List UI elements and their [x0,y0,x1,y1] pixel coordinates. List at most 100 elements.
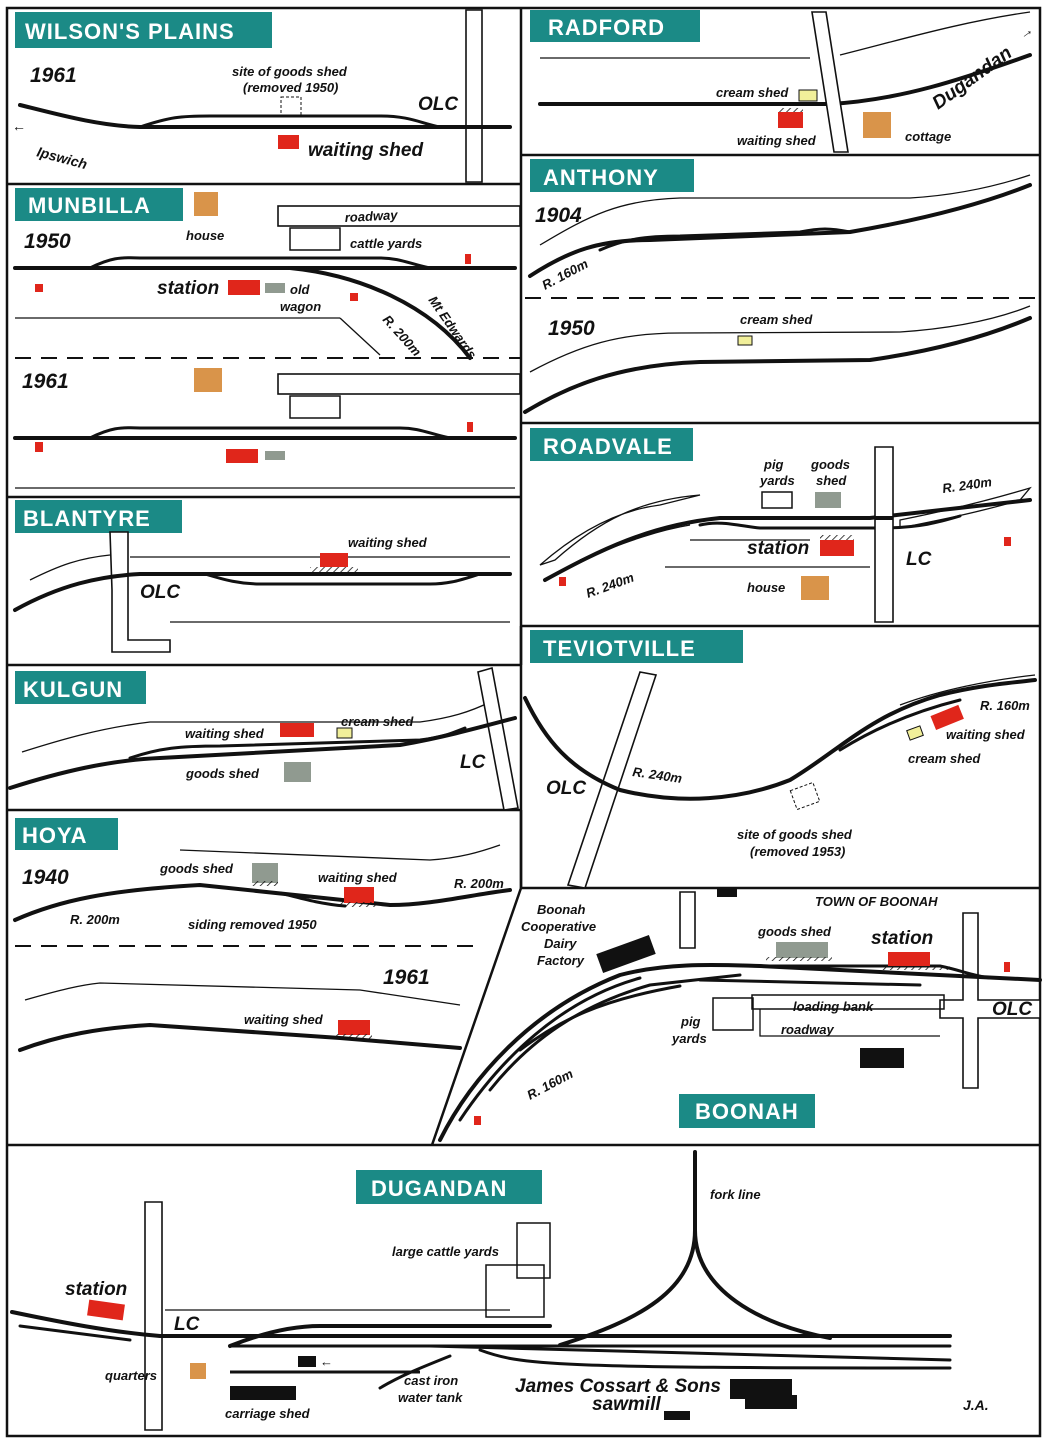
dairy-factory [596,935,656,973]
title-plate [15,188,183,221]
house [801,576,829,600]
waiting-shed-label: waiting shed [946,727,1026,742]
cream-shed-label: cream shed [740,312,813,327]
station [888,952,930,966]
title-plate [530,428,693,461]
cattle-yards-label: large cattle yards [392,1244,499,1259]
radford-panel: RADFORD cream shed waiting shed Dugandan… [530,10,1036,153]
station [226,449,258,463]
main-line [523,316,1032,414]
house-label: house [747,580,785,595]
goods-label: goods [810,457,850,472]
lc-label: LC [174,1314,200,1335]
building [860,1048,904,1068]
lc-road [477,666,519,811]
goods-removed-label: (removed 1950) [243,80,338,95]
radius-label: R. 200m [380,312,425,359]
radius-label: R. 240m [632,764,684,786]
cream-shed [906,725,924,741]
roadway [759,1009,940,1037]
title-plate [15,671,146,704]
year-1950: 1950 [548,317,595,340]
siding-label: siding removed 1950 [188,917,317,932]
cottage [863,112,891,138]
mt-edwards-branch [288,266,472,360]
former-goods-shed [789,781,821,811]
olc-road [566,671,658,889]
dugandan-panel: DUGANDAN fork line large cattle yards st… [10,1150,989,1431]
mt-edwards-label: Mt Edwards [426,293,480,361]
munbilla-title: MUNBILLA [28,193,151,218]
anthony-title: ANTHONY [543,165,659,190]
quarters [190,1363,206,1379]
radius-label: R. 160m [524,1066,575,1103]
station-label: station [65,1279,127,1300]
year-1904: 1904 [535,204,582,227]
year-label: 1961 [30,64,77,87]
main-line [538,53,1032,106]
house [194,368,222,392]
carriage-shed [230,1386,296,1400]
fork-line-label: fork line [710,1187,761,1202]
roadway-label: roadway [344,207,398,225]
fence-line [839,11,1031,56]
teviotville-title: TEVIOTVILLE [543,636,696,661]
yards-label: yards [671,1031,707,1046]
waiting-shed-label: waiting shed [318,870,398,885]
sawmill-label: sawmill [592,1394,661,1415]
cattle-yards-label: cattle yards [350,236,422,251]
station-label: station [871,928,933,949]
olc-road [465,9,483,183]
station-label: station [747,538,809,559]
blantyre-panel: BLANTYRE OLC waiting shed [13,500,512,653]
radius-label: R. 200m [454,876,504,891]
title-plate [356,1170,542,1204]
carriage-shed-label: carriage shed [225,1406,311,1421]
olc-label: OLC [418,94,458,115]
ipswich-label: Ipswich [35,143,89,172]
goods-shed [776,942,828,958]
cream-shed [737,335,753,346]
pig-yards [761,491,793,509]
main-line [18,1022,462,1052]
loading-bank-label: loading bank [793,999,874,1014]
waiting-shed-label: waiting shed [737,133,817,148]
road-crossing [811,11,849,153]
pig-yards [712,997,754,1031]
lc-road [144,1201,163,1431]
cast-iron-label: cast iron [404,1373,458,1388]
wilsons-title: WILSON'S PLAINS [25,19,235,44]
radius-label: R. 200m [70,912,120,927]
olc-road [939,912,1041,1089]
panel-frames [5,6,1042,1438]
waiting-shed [930,704,964,731]
cream-shed [798,89,818,102]
shed-label: shed [816,473,847,488]
waiting-shed [278,135,299,149]
quarters-label: quarters [105,1368,157,1383]
waiting-shed-label: waiting shed [308,140,423,161]
radford-title: RADFORD [548,15,665,40]
dairy-line-3: Dairy [544,936,577,951]
main-line [523,678,1037,801]
station [87,1299,125,1321]
radius-label: R. 240m [584,570,636,601]
year-1950: 1950 [24,230,71,253]
year-1940: 1940 [22,866,69,889]
sawmill-building [730,1379,792,1399]
lc-label: LC [460,752,486,773]
dairy-line-2: Cooperative [521,919,596,934]
title-plate [679,1094,815,1128]
roadway-label: roadway [781,1022,835,1037]
former-goods-shed [280,96,302,116]
waiting-shed-label: waiting shed [244,1012,324,1027]
roadway [277,373,521,395]
goods-shed [252,863,278,883]
boonah-panel: TOWN OF BOONAH Boonah Cooperative Dairy … [438,888,1042,1142]
goods-site-label: site of goods shed [737,827,853,842]
cossart-label: James Cossart & Sons [515,1376,721,1397]
roadway [277,205,521,227]
main-line [8,716,517,790]
house [194,192,218,216]
